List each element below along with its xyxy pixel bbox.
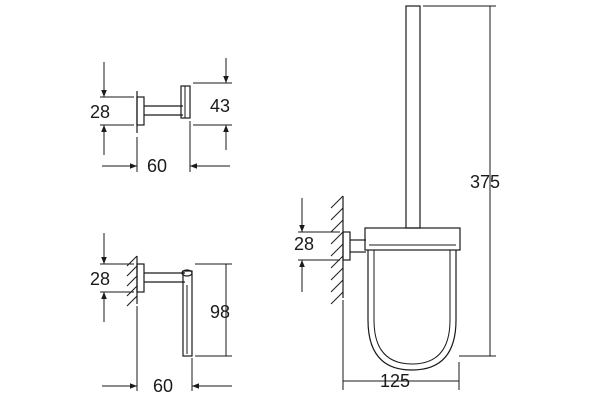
toilet-brush-drawing — [298, 5, 496, 390]
hook-height-dim: 28 — [90, 102, 110, 122]
hook-projection-dim: 43 — [210, 96, 230, 116]
robe-hook-drawing — [100, 58, 232, 172]
brush-depth-dim: 125 — [380, 371, 410, 391]
hook-depth-dim: 60 — [147, 156, 167, 176]
holder-height-dim: 28 — [90, 269, 110, 289]
brush-mount-height-dim: 28 — [294, 234, 314, 254]
holder-depth-dim: 60 — [153, 376, 173, 396]
holder-length-dim: 98 — [210, 302, 230, 322]
brush-total-height-dim: 375 — [470, 172, 500, 192]
paper-holder-drawing — [100, 233, 232, 391]
